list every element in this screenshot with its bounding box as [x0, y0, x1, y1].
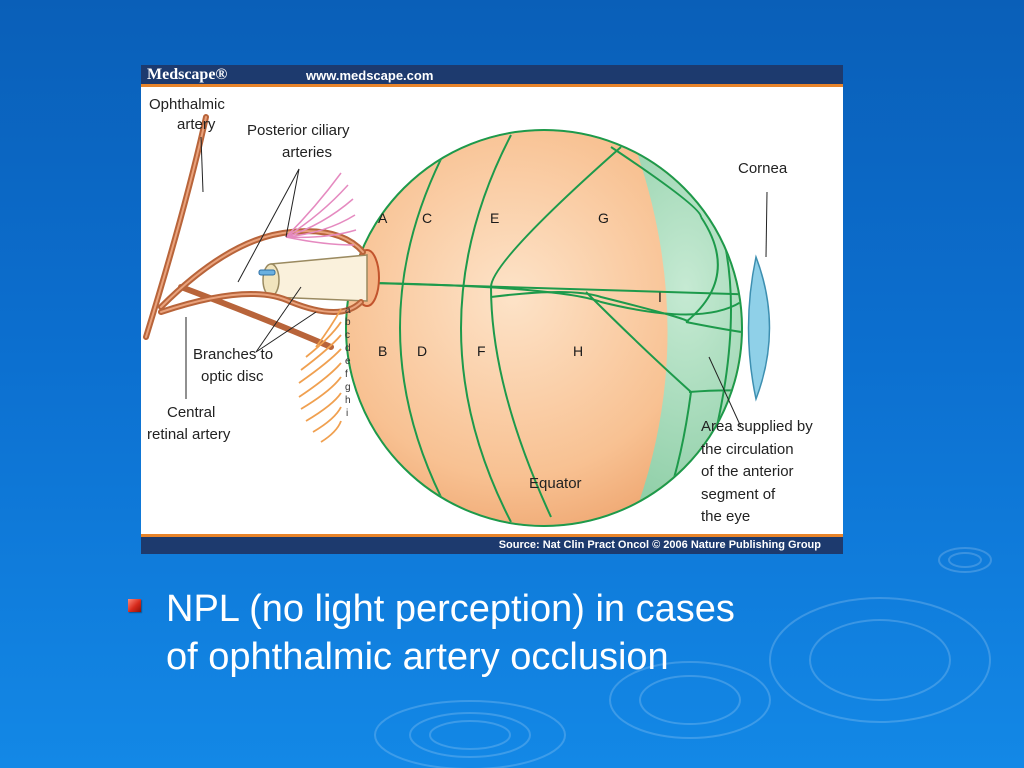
anterior-area-label-4: segment of — [701, 486, 776, 503]
central-retinal-label-2: retinal artery — [147, 426, 231, 443]
zone-letter-g: G — [598, 210, 609, 226]
sub-letter-e: e — [345, 356, 351, 367]
zone-letter-h: H — [573, 343, 583, 359]
sub-letter-d: d — [345, 343, 351, 354]
posterior-ciliary-label-1: Posterior ciliary — [247, 122, 350, 139]
sub-letter-i: i — [346, 408, 348, 419]
branches-optic-disc-label-1: Branches to — [193, 346, 273, 363]
sub-letter-c: c — [345, 330, 350, 341]
zone-letter-d: D — [417, 343, 427, 359]
branches-optic-disc-label-2: optic disc — [201, 368, 264, 385]
cornea-shape — [747, 254, 771, 402]
zone-letter-c: C — [422, 210, 432, 226]
sub-letter-g: g — [345, 382, 351, 393]
bullet-text-line-1: NPL (no light perception) in cases — [166, 588, 735, 630]
ophthalmic-artery-label-2: artery — [177, 116, 216, 133]
medscape-logo: Medscape® — [147, 66, 228, 83]
leader-lines — [185, 136, 768, 428]
header-accent-line — [141, 84, 843, 87]
anterior-area-label-3: of the anterior — [701, 463, 794, 480]
anterior-area-label-2: the circulation — [701, 441, 794, 458]
cornea-label: Cornea — [738, 160, 788, 177]
bullet-text-line-2: of ophthalmic artery occlusion — [166, 636, 669, 678]
figure-footer: Source: Nat Clin Pract Oncol © 2006 Natu… — [141, 534, 843, 554]
sub-letter-a: a — [345, 305, 351, 316]
optic-nerve — [258, 249, 380, 307]
red-square-bullet-icon — [128, 599, 141, 612]
anterior-area-label-1: Area supplied by — [701, 418, 813, 435]
sub-letter-h: h — [345, 395, 351, 406]
zone-letter-i: I — [658, 289, 662, 305]
zone-letter-b: B — [378, 343, 387, 359]
bullet-text: NPL (no light perception) in cases of op… — [166, 585, 886, 681]
anterior-area-label-5: the eye — [701, 508, 750, 525]
sub-letters: a b c d e f g h i — [345, 305, 351, 419]
zone-letter-f: F — [477, 343, 486, 359]
figure-header: Medscape® www.medscape.com — [141, 65, 843, 87]
zone-letter-a: A — [378, 210, 388, 226]
central-retinal-label-1: Central — [167, 404, 215, 421]
eye-circulation-figure: Medscape® www.medscape.com — [141, 65, 843, 554]
zone-letter-e: E — [490, 210, 499, 226]
equator-label: Equator — [529, 475, 582, 492]
ophthalmic-artery-label-1: Ophthalmic — [149, 96, 225, 113]
posterior-ciliary-label-2: arteries — [282, 144, 332, 161]
source-credit: Source: Nat Clin Pract Oncol © 2006 Natu… — [498, 539, 821, 551]
figure-url: www.medscape.com — [306, 68, 434, 83]
ciliary-branches-a-i — [298, 308, 342, 443]
eye-globe — [345, 129, 771, 527]
eye-diagram: Ophthalmic artery Posterior ciliary arte… — [143, 96, 813, 527]
posterior-ciliary-arteries — [285, 172, 357, 246]
sub-letter-b: b — [345, 317, 351, 328]
footer-accent-line — [141, 534, 843, 537]
sub-letter-f: f — [345, 369, 348, 380]
